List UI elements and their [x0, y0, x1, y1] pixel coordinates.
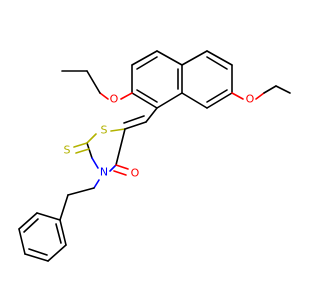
- atom-sulfur-thione: S: [64, 144, 71, 157]
- naphthalene-left-ring: [131, 50, 183, 109]
- methylidene-linker: [123, 107, 158, 130]
- atom-oxygen-left: O: [110, 93, 119, 106]
- ethoxy-left: O: [61, 70, 133, 106]
- molecule-drawing: O O S N S O: [18, 50, 291, 262]
- naphthalene-right-ring: [181, 50, 233, 109]
- atom-oxygen-carbonyl: O: [131, 167, 140, 180]
- atom-nitrogen: N: [100, 166, 108, 179]
- phenyl-ring: [18, 212, 67, 262]
- atom-sulfur-ring: S: [101, 124, 108, 137]
- ethyl-linker: [59, 179, 100, 221]
- atom-oxygen-right: O: [246, 93, 255, 106]
- molecule-structure: O O S N S O: [18, 50, 291, 262]
- carbonyl-group: O: [113, 164, 140, 180]
- ethoxy-right: O: [231, 85, 291, 106]
- thione-group: S: [64, 142, 90, 157]
- thiazolidinone-ring: S N: [86, 124, 126, 179]
